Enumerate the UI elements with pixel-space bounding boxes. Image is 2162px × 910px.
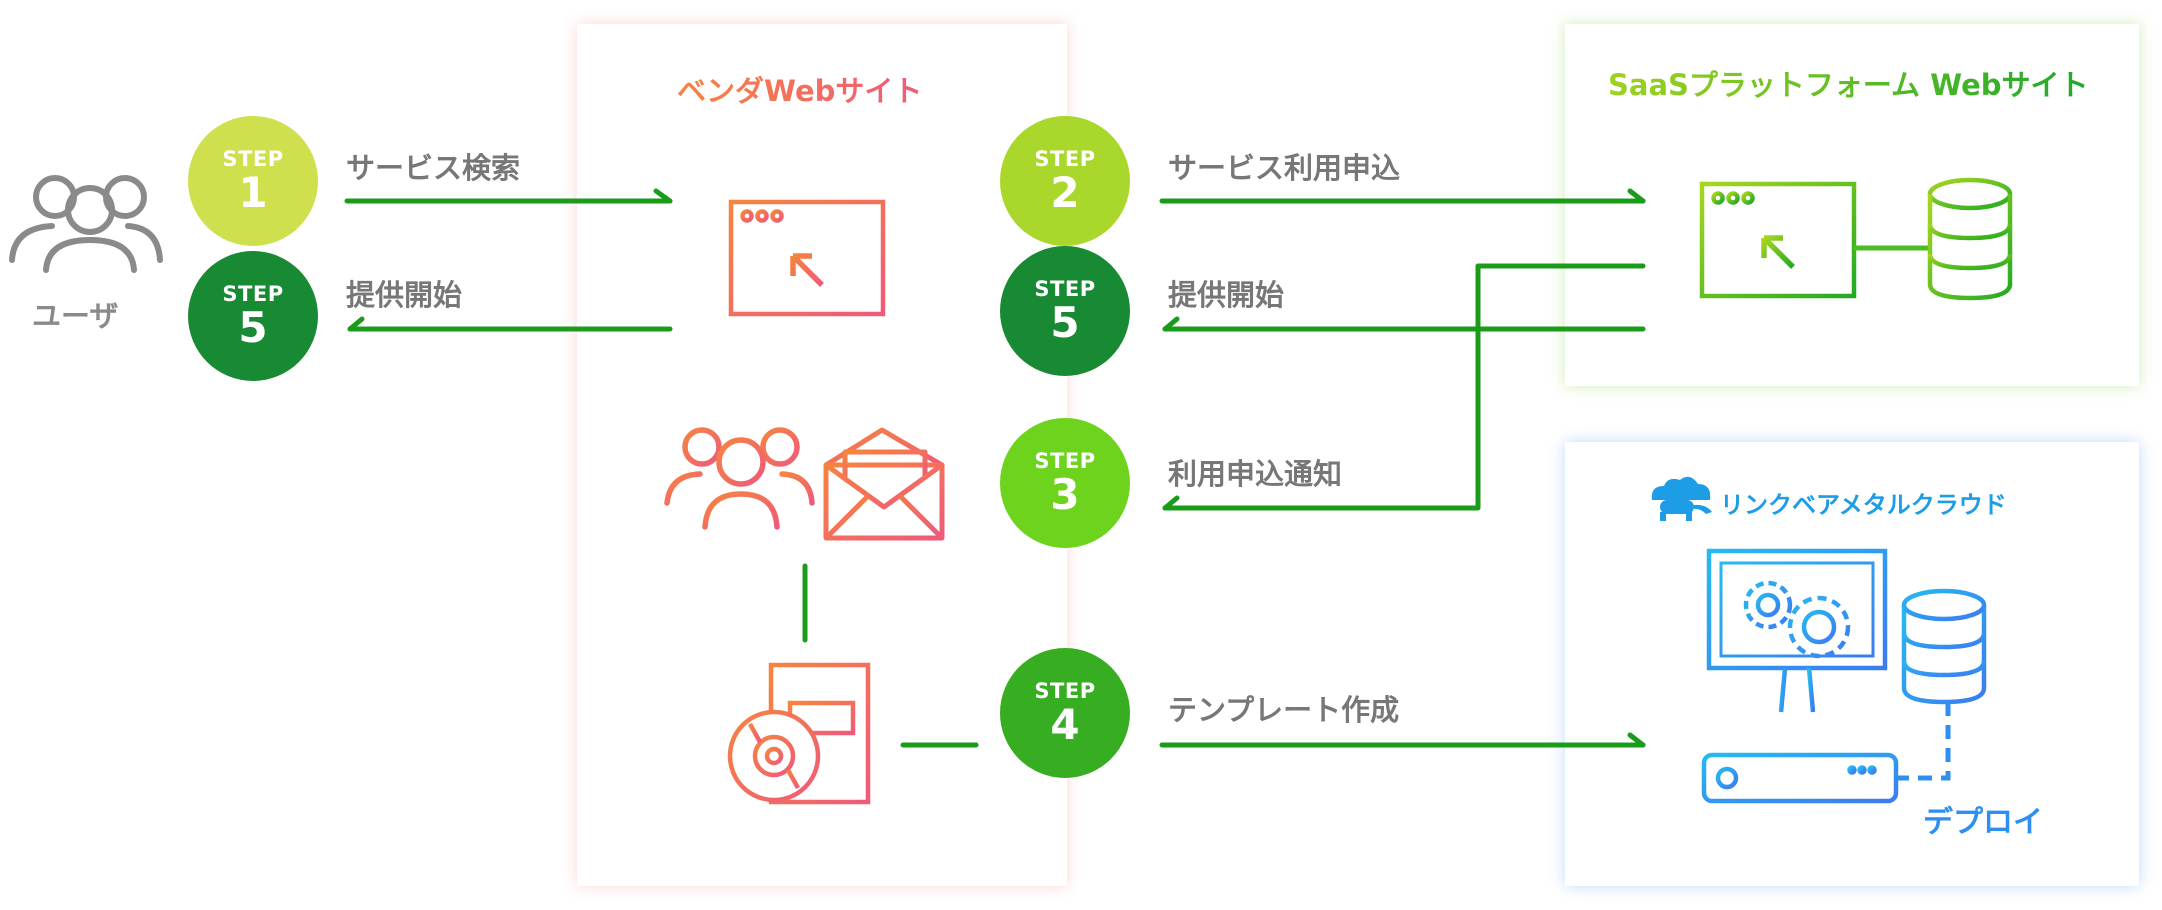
step-5-user-label: 提供開始 xyxy=(346,278,463,312)
step-4-badge: STEP 4 xyxy=(1000,648,1130,778)
software-package-icon xyxy=(727,662,871,805)
flow-arrows xyxy=(344,188,1646,748)
step-3-number: 3 xyxy=(1050,470,1080,519)
monitor-gears-icon xyxy=(1706,548,1888,717)
step-4-number: 4 xyxy=(1050,700,1080,749)
envelope-icon xyxy=(823,427,945,541)
deploy-dashed-link xyxy=(1898,702,1951,781)
bare-database-icon xyxy=(1901,588,1987,705)
vendor-website-panel xyxy=(577,24,1067,886)
arrow-step5-right xyxy=(1162,316,1646,332)
deploy-label: デプロイ xyxy=(1923,805,2043,840)
step-2-number: 2 xyxy=(1050,168,1080,217)
vendor-users-icon xyxy=(664,427,815,530)
step-5-user-keyword: STEP xyxy=(222,282,284,306)
browser-cursor-icon xyxy=(728,199,886,317)
step-5-saas-number: 5 xyxy=(1050,298,1080,347)
step-5-user-badge: STEP 5 xyxy=(188,251,318,381)
saas-browser-icon xyxy=(1699,181,1857,299)
step-5-user-number: 5 xyxy=(238,303,268,352)
arrow-step3 xyxy=(1162,263,1646,511)
step-4-label: テンプレート作成 xyxy=(1168,693,1400,727)
saas-panel-title: SaaSプラットフォーム Webサイト xyxy=(1608,62,2089,104)
user-label: ユーザ xyxy=(32,299,119,333)
step-2-label: サービス利用申込 xyxy=(1168,151,1401,185)
saas-database-icon xyxy=(1927,177,2013,301)
step-1-number: 1 xyxy=(238,168,268,217)
step-2-badge: STEP 2 xyxy=(1000,116,1130,246)
users-icon xyxy=(9,175,163,273)
step-1-label: サービス検索 xyxy=(346,151,521,185)
step-4-keyword: STEP xyxy=(1034,679,1096,703)
bare-logo-text: リンクベアメタルクラウド xyxy=(1720,491,2007,519)
step-3-badge: STEP 3 xyxy=(1000,418,1130,548)
step-1-keyword: STEP xyxy=(222,147,284,171)
vendor-panel-title: ベンダWebサイト xyxy=(677,68,922,110)
step-3-label: 利用申込通知 xyxy=(1168,457,1343,491)
step-3-keyword: STEP xyxy=(1034,449,1096,473)
arrow-step1 xyxy=(344,188,673,204)
arrow-step4 xyxy=(1159,732,1646,748)
arrow-step5-left xyxy=(347,316,673,332)
step-5-saas-label: 提供開始 xyxy=(1168,278,1285,312)
step-1-badge: STEP 1 xyxy=(188,116,318,246)
step-2-keyword: STEP xyxy=(1034,147,1096,171)
arrow-step2 xyxy=(1159,188,1646,204)
cloud-logo-icon xyxy=(1651,476,1712,521)
step-5-saas-badge: STEP 5 xyxy=(1000,246,1130,376)
server-icon xyxy=(1701,752,1899,804)
step-5-saas-keyword: STEP xyxy=(1034,277,1096,301)
